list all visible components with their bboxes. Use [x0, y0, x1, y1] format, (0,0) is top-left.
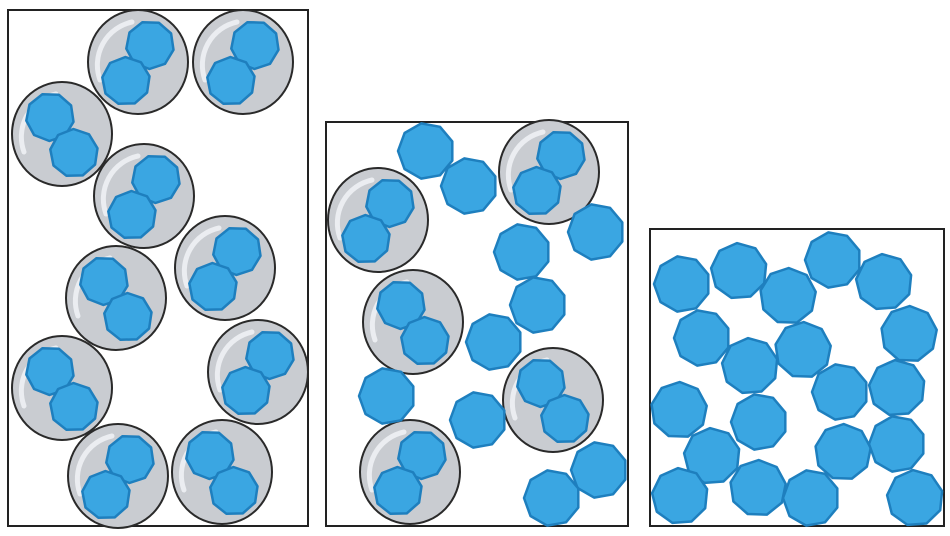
- panel-3: [649, 228, 945, 527]
- paired-unit: [11, 81, 113, 187]
- paired-unit: [87, 9, 189, 115]
- paired-unit: [67, 423, 169, 529]
- particle-icon: [245, 330, 295, 381]
- particle-icon: [650, 380, 708, 438]
- panel-1-frame: [7, 9, 309, 527]
- particle-icon: [885, 468, 944, 527]
- particle-icon: [125, 20, 175, 71]
- particle-icon: [759, 266, 817, 324]
- particle-icon: [650, 466, 709, 525]
- paired-unit: [192, 9, 294, 115]
- particle-icon: [867, 415, 925, 473]
- paired-unit: [65, 245, 167, 351]
- particle-icon: [131, 154, 181, 205]
- shell-highlight: [214, 329, 255, 393]
- shell-highlight: [505, 129, 546, 193]
- particle-icon: [209, 465, 259, 515]
- shell-highlight: [199, 19, 240, 83]
- particle-icon: [867, 358, 926, 417]
- particle-icon: [448, 391, 506, 449]
- particle-icon: [357, 367, 415, 425]
- particle-icon: [720, 336, 779, 395]
- particle-icon: [81, 469, 131, 519]
- particle-icon: [188, 261, 238, 311]
- shell-highlight: [74, 433, 115, 497]
- particle-icon: [536, 130, 586, 181]
- shell-highlight: [181, 225, 222, 289]
- particle-icon: [508, 276, 566, 334]
- paired-unit: [11, 335, 113, 441]
- panel-1: [7, 9, 309, 529]
- particle-icon: [439, 157, 497, 215]
- particle-icon: [880, 304, 938, 362]
- particle-icon: [105, 434, 155, 485]
- particle-icon: [512, 165, 562, 215]
- particle-icon: [373, 465, 423, 515]
- particle-icon: [49, 381, 99, 431]
- paired-unit: [174, 215, 276, 321]
- particle-icon: [814, 422, 872, 480]
- shell-highlight: [94, 19, 135, 83]
- shell-highlight: [334, 177, 375, 241]
- paired-unit: [359, 419, 461, 525]
- paired-unit: [502, 347, 604, 453]
- particle-icon: [540, 393, 590, 443]
- paired-unit: [327, 167, 429, 273]
- panel-2: [325, 119, 629, 527]
- particle-icon: [729, 393, 787, 451]
- particle-icon: [492, 223, 550, 281]
- paired-unit: [362, 269, 464, 375]
- particle-icon: [400, 315, 450, 365]
- particle-icon: [206, 55, 256, 105]
- particle-icon: [464, 313, 522, 371]
- panel-3-frame: [649, 228, 945, 527]
- particle-icon: [396, 122, 454, 180]
- particle-icon: [810, 363, 868, 421]
- shell-highlight: [100, 153, 141, 217]
- particle-icon: [569, 441, 627, 499]
- particle-icon: [803, 231, 861, 289]
- particle-icon: [107, 189, 157, 239]
- particle-icon: [221, 365, 271, 415]
- particle-icon: [397, 430, 447, 481]
- paired-unit: [171, 419, 273, 525]
- panel-2-frame: [325, 121, 629, 527]
- particle-icon: [709, 241, 768, 300]
- particle-icon: [212, 226, 262, 277]
- particle-icon: [566, 203, 624, 261]
- particle-icon: [774, 320, 832, 378]
- particle-icon: [652, 255, 710, 313]
- shell-highlight: [366, 429, 407, 493]
- particle-icon: [522, 469, 580, 527]
- particle-icon: [672, 309, 730, 367]
- paired-unit: [207, 319, 309, 425]
- particle-icon: [230, 20, 280, 71]
- particle-icon: [729, 458, 787, 516]
- particle-icon: [101, 55, 151, 105]
- particle-icon: [365, 178, 415, 229]
- paired-unit: [498, 119, 600, 225]
- particle-icon: [682, 426, 741, 485]
- particle-icon: [49, 127, 99, 177]
- particle-icon: [781, 469, 839, 527]
- particle-icon: [854, 252, 913, 311]
- particle-icon: [103, 291, 153, 341]
- particle-icon: [341, 213, 391, 263]
- paired-unit: [93, 143, 195, 249]
